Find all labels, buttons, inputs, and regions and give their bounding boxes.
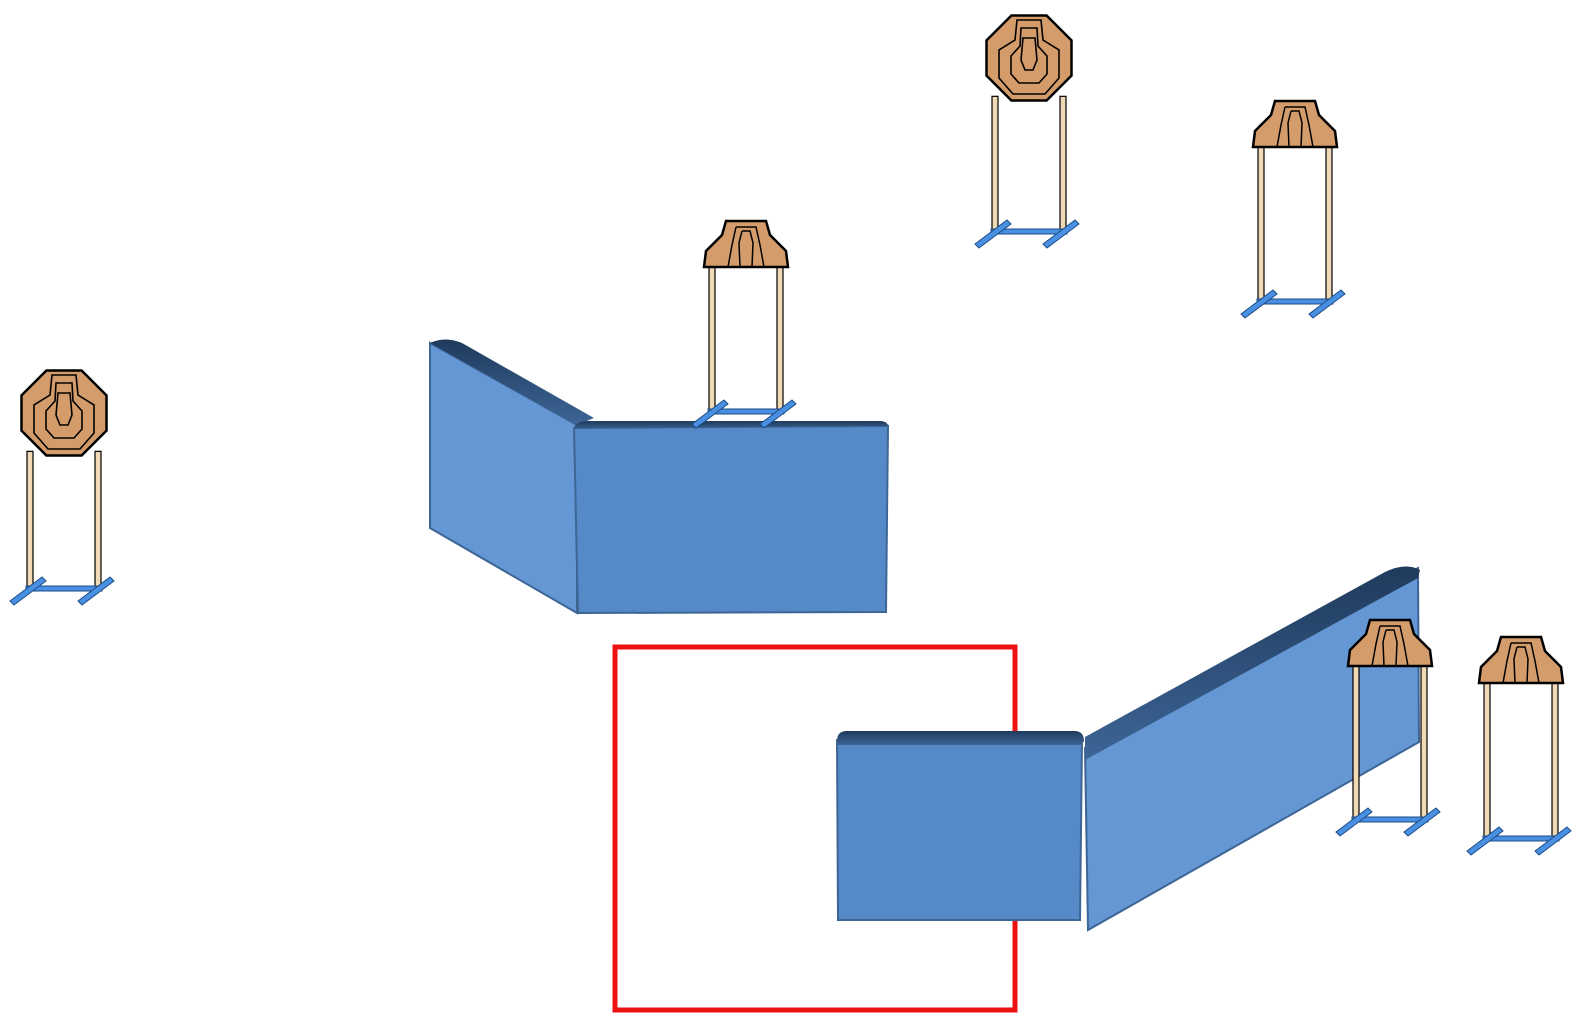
wall-1-front-top <box>574 421 889 430</box>
stand-foot <box>691 399 729 429</box>
octagon-target-zone-c <box>998 19 1060 95</box>
wall-2-front-top <box>837 731 1084 745</box>
octagon-target-zone-c <box>33 374 95 450</box>
wall-1-barricade <box>429 339 890 615</box>
stand-post <box>1059 95 1067 231</box>
stand-foot <box>1308 289 1346 319</box>
stand-foot <box>974 219 1012 249</box>
stand-post <box>1352 659 1360 819</box>
stand-foot <box>9 576 47 606</box>
stand-post <box>1257 140 1265 301</box>
stand-post <box>708 260 716 411</box>
octagon-target-plate <box>985 14 1073 102</box>
stand-post <box>1483 676 1491 838</box>
target-4 <box>1240 99 1346 319</box>
shooting-box <box>612 644 1018 1013</box>
stand-foot <box>1403 807 1441 837</box>
stand-foot <box>1042 219 1080 249</box>
octagon-target-zone-b <box>1010 27 1048 84</box>
stand-foot <box>1335 807 1373 837</box>
target-3 <box>974 14 1080 249</box>
target-1 <box>9 369 115 606</box>
stand-foot <box>1466 826 1504 856</box>
wall-2-front-panel <box>835 739 1084 921</box>
wall-2-side-top <box>1085 566 1420 760</box>
stand-post <box>1420 659 1428 819</box>
stand-post <box>991 95 999 231</box>
ipsc-target-zone-line <box>1287 110 1303 148</box>
stand-foot <box>77 576 115 606</box>
stand-post <box>1551 676 1559 838</box>
ipsc-target-zone-line <box>1513 646 1529 684</box>
octagon-target-zone-b <box>45 382 83 439</box>
ipsc-target-zone-line <box>738 230 754 268</box>
ipsc-target-zone-line <box>1511 642 1540 684</box>
ipsc-target-zone-line <box>1502 642 1512 684</box>
ipsc-target-zone-line <box>1371 625 1381 667</box>
wall-1-front-panel <box>572 424 890 615</box>
stand-foot <box>1534 826 1572 856</box>
ipsc-target-plate <box>1251 99 1339 149</box>
wall-1-side-top <box>430 339 594 425</box>
wall-2-barricade <box>835 566 1421 932</box>
ipsc-target-plate <box>702 219 790 269</box>
ipsc-target-zone-line <box>736 226 765 268</box>
ipsc-target-zone-line <box>1380 625 1409 667</box>
octagon-target-plate <box>20 369 108 457</box>
stand-foot <box>759 399 797 429</box>
stand-post <box>776 260 784 411</box>
octagon-target-zone-a <box>55 392 73 426</box>
ipsc-target-zone-line <box>1276 106 1286 148</box>
target-5 <box>1335 618 1441 837</box>
stand-foot <box>1240 289 1278 319</box>
target-2 <box>691 219 797 429</box>
ipsc-target-plate <box>1346 618 1434 668</box>
target-6 <box>1466 635 1572 856</box>
stand-post <box>1325 140 1333 301</box>
octagon-target-zone-a <box>1020 37 1038 71</box>
ipsc-target-zone-line <box>727 226 737 268</box>
ipsc-target-plate <box>1477 635 1565 685</box>
stand-post <box>26 450 34 588</box>
ipsc-target-zone-line <box>1285 106 1314 148</box>
stand-post <box>94 450 102 588</box>
ipsc-target-zone-line <box>1382 629 1398 667</box>
